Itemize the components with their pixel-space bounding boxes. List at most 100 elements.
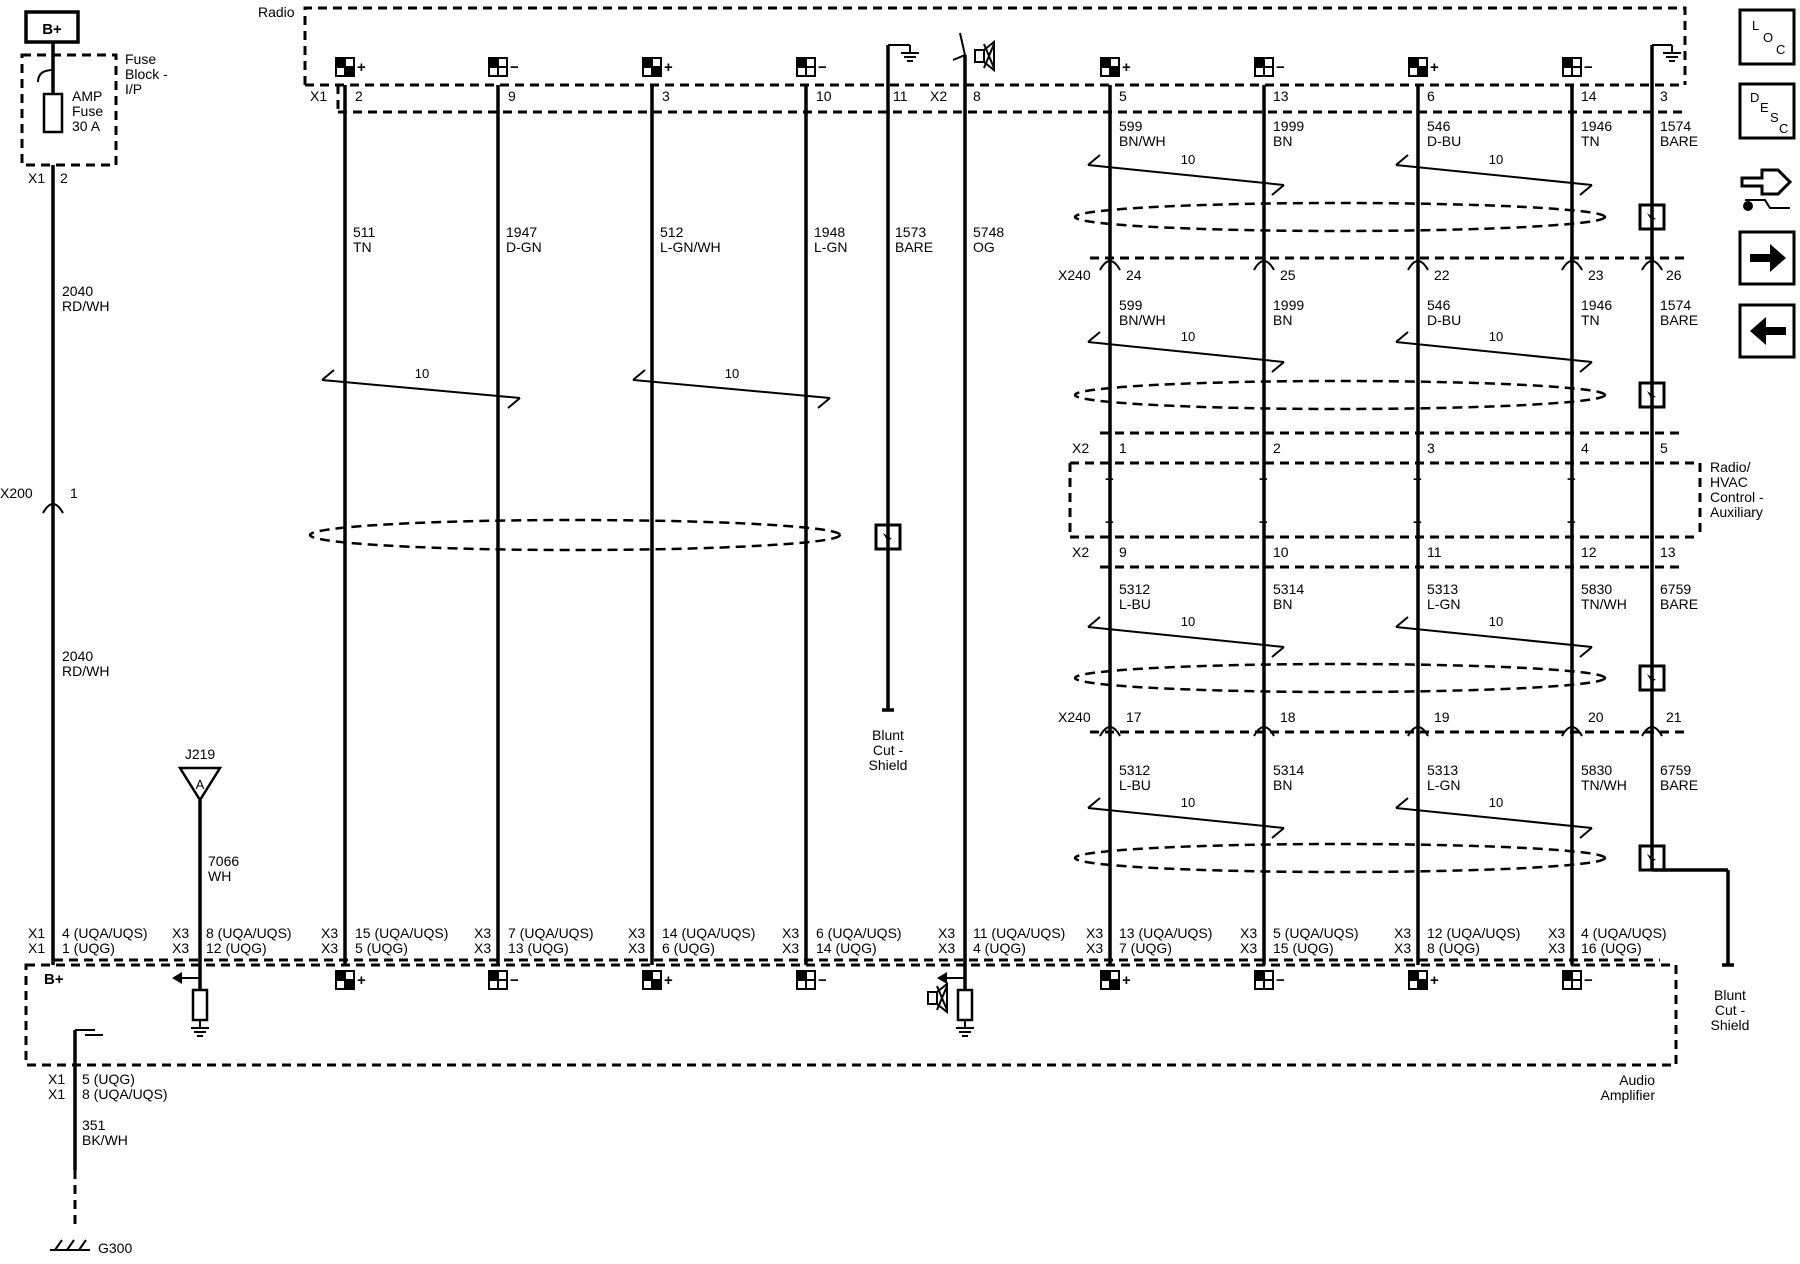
left-wire-0-label-number: 511 bbox=[353, 224, 376, 240]
amplifier-label: Amplifier bbox=[1601, 1087, 1656, 1103]
right-wire-1-aux-top-sign: − bbox=[1259, 471, 1268, 488]
left-wire-2-amp-pin: 14 (UQA/UQS) bbox=[662, 925, 755, 941]
right-wire-0-radio-terminal-fill bbox=[1110, 67, 1119, 76]
location-button[interactable]: LOC bbox=[1738, 8, 1796, 66]
right-wire-0-radio-terminal bbox=[1100, 57, 1120, 77]
amp-splice-pin: 12 (UQG) bbox=[206, 940, 267, 956]
left-wire-1-amp-pin: 13 (UQG) bbox=[508, 940, 569, 956]
ground-symbol bbox=[50, 1239, 90, 1251]
amp-out-resistor bbox=[956, 988, 974, 1022]
blunt-cut-label: Cut - bbox=[873, 742, 904, 758]
right-wire-0-x240-top bbox=[1099, 260, 1121, 271]
right-wire-3-aux-bot-pin: 12 bbox=[1581, 544, 1597, 560]
right-twist-b-1-line bbox=[1395, 341, 1593, 363]
left-wire-3-amp-pin: 6 (UQA/UQS) bbox=[816, 925, 902, 941]
left-wire-3-amp-pin: 14 (UQG) bbox=[816, 940, 877, 956]
right-twist-a-0-tick bbox=[1087, 154, 1101, 166]
right-wire-1-aux-top-pin: 2 bbox=[1273, 440, 1281, 456]
left-wire-1-amp-conn: X3 bbox=[474, 925, 491, 941]
left-wire-0-amp-terminal-fill bbox=[345, 980, 354, 989]
right-wire-0-amp-terminal bbox=[1100, 970, 1120, 990]
connector-repair-icon[interactable] bbox=[1740, 168, 1793, 211]
left-twist-1-label: 10 bbox=[415, 366, 429, 381]
right-wire-1-radio-terminal-fill bbox=[1255, 58, 1264, 67]
right-wire-1-amp-sign: − bbox=[1276, 972, 1285, 989]
left-wire-2-radio-pin: 3 bbox=[662, 88, 670, 104]
right-wire-3-radio-pin: 14 bbox=[1581, 88, 1597, 104]
next-button[interactable] bbox=[1738, 230, 1796, 286]
splice-wire-label-number: 7066 bbox=[208, 853, 239, 869]
splice-triangle bbox=[177, 766, 223, 803]
right-wire-0-x240-bot bbox=[1099, 726, 1121, 737]
left-wire-1-amp-sign: − bbox=[510, 972, 519, 989]
right-twist-a-3-label: 10 bbox=[1181, 795, 1195, 810]
left-wire-0-amp-conn: X3 bbox=[321, 925, 338, 941]
aux-label: Auxiliary bbox=[1710, 504, 1763, 520]
left-twist-1-tick bbox=[321, 369, 335, 381]
left-wire-0-amp-terminal-fill bbox=[336, 971, 345, 980]
right-wire-3-mid-label-number: 1946 bbox=[1581, 297, 1612, 313]
power-wire-label-bottom-number: 2040 bbox=[62, 648, 93, 664]
right-wire-2-amp-pin: 12 (UQA/UQS) bbox=[1427, 925, 1520, 941]
right-wire-0-bot-label-number: 5312 bbox=[1119, 581, 1150, 597]
right-wire-0-radio-pin: 5 bbox=[1119, 88, 1127, 104]
right-wire-3-x240-bot-pin: 20 bbox=[1588, 709, 1604, 725]
amp-speaker-icon bbox=[927, 981, 948, 1015]
shield-wire-label-number: 1573 bbox=[895, 224, 926, 240]
amp-input-arrow bbox=[172, 972, 182, 984]
left-twist-2-tick bbox=[632, 369, 646, 381]
right-twist-a-0-label: 10 bbox=[1181, 152, 1195, 167]
right-wire-2-radio-terminal-fill bbox=[1409, 58, 1418, 67]
right-wire-3-amp-conn: X3 bbox=[1548, 925, 1565, 941]
left-wire-2-amp-sign: + bbox=[664, 972, 673, 989]
left-shield bbox=[308, 518, 842, 552]
right-twist-b-2-tick bbox=[1395, 616, 1409, 628]
radio-speaker-icon-cross bbox=[983, 43, 995, 69]
aux-label: Control - bbox=[1710, 489, 1764, 505]
right-wire-2-radio-pin: 6 bbox=[1427, 88, 1435, 104]
og-wire-radio-pin: 8 bbox=[973, 88, 981, 104]
right-wire-2-radio-terminal bbox=[1408, 57, 1428, 77]
right-twist-a-2-label: 10 bbox=[1181, 614, 1195, 629]
right-wire-0-low-label-number: 5312 bbox=[1119, 762, 1150, 778]
radio-outline bbox=[303, 6, 1687, 85]
power-wire-label-bottom-color: RD/WH bbox=[62, 663, 109, 679]
connector-repair-wire bbox=[1745, 199, 1790, 209]
x200-pin: 1 bbox=[70, 485, 78, 501]
right-wire-2-mid-label-number: 546 bbox=[1427, 297, 1451, 313]
right-twist-b-0-label: 10 bbox=[1489, 152, 1503, 167]
left-wire-0-amp-conn: X3 bbox=[321, 940, 338, 956]
splice-label: J219 bbox=[185, 746, 216, 762]
right-twist-b-3: 10 bbox=[1395, 795, 1593, 839]
shield-wire-label-color: BARE bbox=[895, 239, 933, 255]
right-wire-1-mid-label-color: BN bbox=[1273, 312, 1292, 328]
right-wire-3-aux-top-pin: 4 bbox=[1581, 440, 1589, 456]
right-wire-0-amp-terminal-fill bbox=[1101, 971, 1110, 980]
right-wire-3-amp-pin: 16 (UQG) bbox=[1581, 940, 1642, 956]
amp-conn-power: X1 bbox=[28, 940, 45, 956]
location-letter: L bbox=[1752, 18, 1759, 33]
left-wire-1-amp-conn: X3 bbox=[474, 940, 491, 956]
previous-button[interactable] bbox=[1738, 303, 1796, 359]
right-wire-1-aux-bot-pin: 10 bbox=[1273, 544, 1289, 560]
right-wire-2-mid-label-color: D-BU bbox=[1427, 312, 1461, 328]
right-wire-1-amp-pin: 5 (UQA/UQS) bbox=[1273, 925, 1359, 941]
right-wire-2-aux-bot-sign: + bbox=[1413, 514, 1422, 531]
right-wire-3-aux-bot-sign: − bbox=[1567, 514, 1576, 531]
right-wire-3-top-label-color: TN bbox=[1581, 133, 1600, 149]
right-wire-3-radio-sign: − bbox=[1584, 59, 1593, 76]
amp-input-resistor bbox=[191, 988, 209, 1022]
radio-conn-x1: X1 bbox=[310, 88, 327, 104]
x200-connector bbox=[42, 503, 64, 514]
right-shield-b bbox=[1073, 379, 1607, 411]
left-wire-2-radio-terminal-fill bbox=[643, 58, 652, 67]
radio-speaker-icon bbox=[974, 39, 995, 73]
drain-aux-top-pin: 5 bbox=[1660, 440, 1668, 456]
amplifier-outline bbox=[24, 963, 1678, 1067]
drain-x240-bot bbox=[1641, 726, 1663, 737]
right-wire-3-radio-terminal-fill bbox=[1563, 58, 1572, 67]
right-wire-2-amp-sign: + bbox=[1430, 972, 1439, 989]
right-wire-1-radio-sign: − bbox=[1276, 59, 1285, 76]
connector-repair-shape bbox=[1740, 168, 1793, 196]
